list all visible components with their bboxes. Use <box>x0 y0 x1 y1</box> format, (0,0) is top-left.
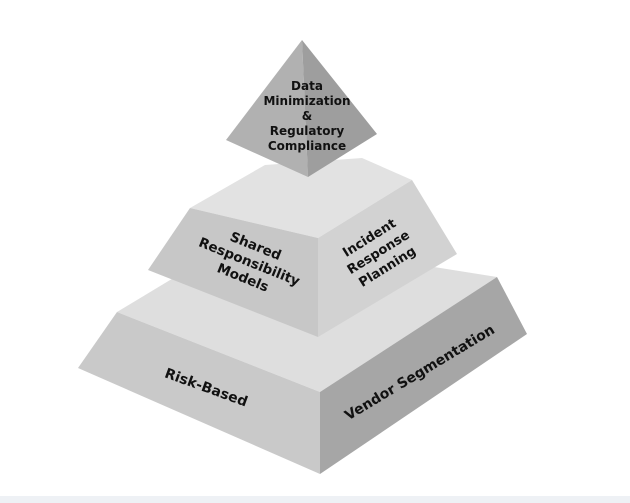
tier-top-left-face <box>226 40 308 177</box>
top-label-line-5: Compliance <box>268 139 346 153</box>
tier-middle-top-face <box>190 158 412 238</box>
top-label-line-1: Data <box>291 79 323 93</box>
tier-top-right-face <box>302 40 377 177</box>
tier-bottom-left-face <box>78 312 320 474</box>
top-label-line-2: Minimization <box>263 94 350 108</box>
top-label-line-4: Regulatory <box>270 124 345 138</box>
tier-top <box>226 40 377 177</box>
page-bottom-strip <box>0 496 630 503</box>
top-label-line-3: & <box>302 109 312 123</box>
tier-bottom-right-face <box>320 277 527 474</box>
tier-middle-left-face <box>148 208 318 337</box>
tier-middle <box>148 158 457 337</box>
tier-middle-right-face <box>318 180 457 337</box>
